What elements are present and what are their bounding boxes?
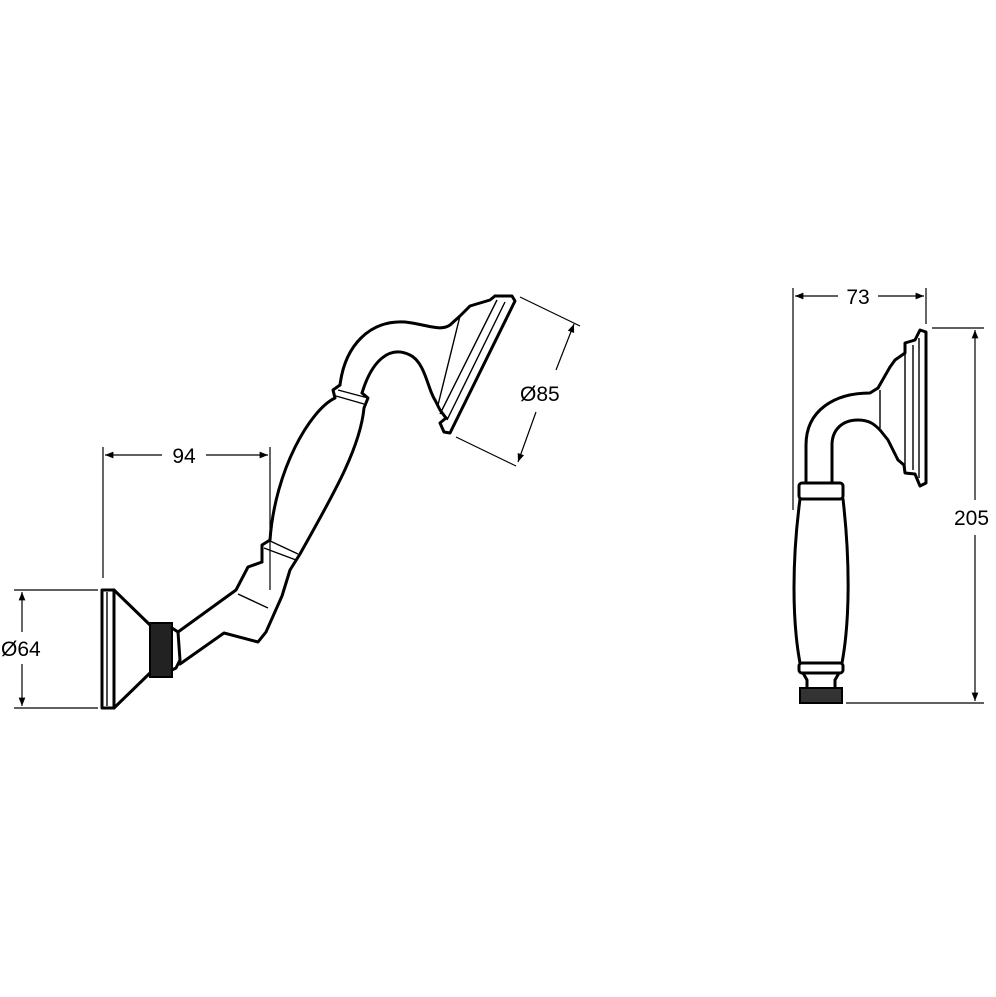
dimension-73: 73 bbox=[792, 286, 927, 510]
side-view: 94 Ø64 Ø85 bbox=[1, 294, 581, 710]
dimension-85-label: Ø85 bbox=[520, 383, 560, 406]
dimension-85: Ø85 bbox=[455, 296, 581, 467]
shower-head bbox=[437, 294, 517, 435]
dimension-94-label: 94 bbox=[172, 445, 196, 468]
dimension-205: 205 bbox=[846, 327, 989, 704]
holder-arm bbox=[176, 560, 288, 666]
handle-grip-front bbox=[792, 481, 850, 704]
dimension-73-label: 73 bbox=[846, 286, 869, 309]
dimension-205-label: 205 bbox=[954, 507, 989, 530]
handle-neck-front bbox=[804, 386, 882, 485]
dimension-94: 94 bbox=[102, 445, 271, 590]
handle-neck bbox=[338, 294, 497, 420]
handle-grip bbox=[260, 383, 370, 585]
dimension-64-label: Ø64 bbox=[1, 638, 41, 661]
dimension-64: Ø64 bbox=[1, 589, 98, 709]
wall-flange bbox=[100, 588, 152, 710]
front-view: 73 205 bbox=[792, 286, 989, 704]
threaded-nut bbox=[149, 622, 182, 678]
shower-head-front bbox=[876, 328, 928, 488]
